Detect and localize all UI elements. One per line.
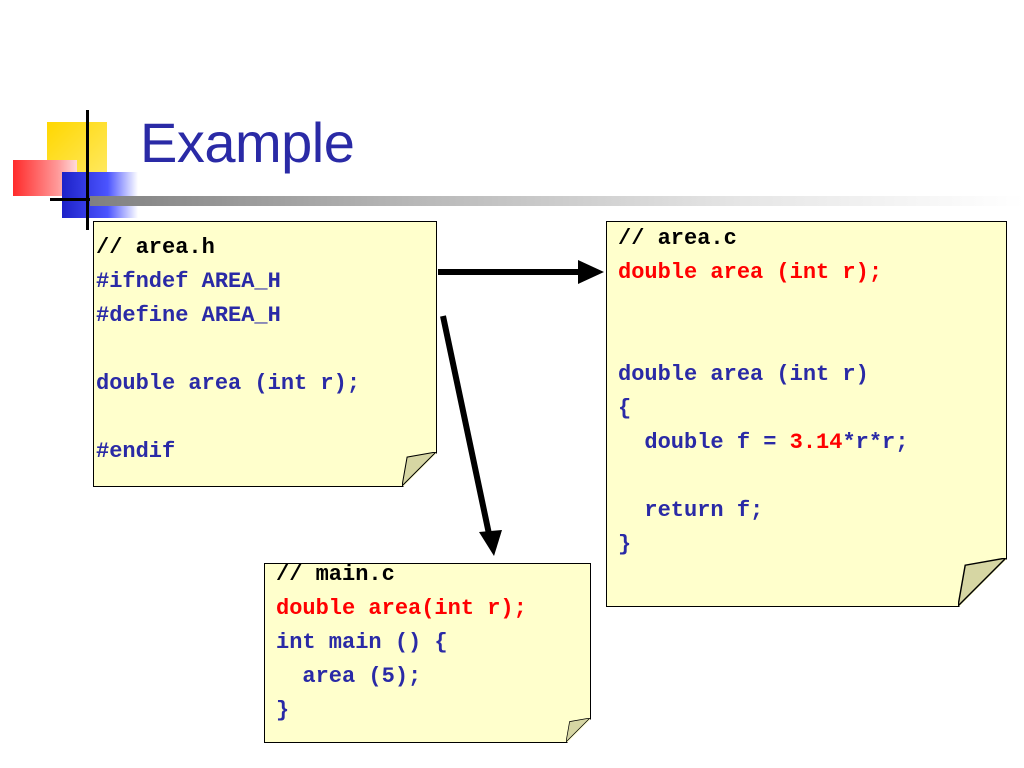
title-deco-vertical-line [86, 110, 89, 230]
code-line: } [276, 698, 290, 723]
note-area-h: // area.h #ifndef AREA_H #define AREA_H … [93, 221, 437, 487]
note-area-c: // area.c double area (int r); double ar… [606, 221, 1007, 607]
code-line: #endif [96, 439, 176, 464]
arrow-right-icon [438, 260, 604, 284]
code-area-h: // area.h #ifndef AREA_H #define AREA_H … [96, 231, 360, 469]
code-number-literal: 3.14 [789, 430, 843, 455]
arrow-down-icon [440, 315, 502, 556]
code-line: } [618, 532, 632, 557]
code-line: { [618, 396, 632, 421]
note-main-c: // main.c double area(int r); int main (… [264, 563, 591, 743]
code-line: // area.c [618, 226, 737, 251]
title-deco-blue-bar [62, 172, 138, 218]
code-line: double area (int r) [618, 362, 869, 387]
code-line: int main () { [276, 630, 448, 655]
slide-title: Example [140, 111, 355, 174]
page-fold-icon [958, 558, 1006, 606]
code-line-segment: double f = [618, 430, 790, 455]
code-area-c: // area.c double area (int r); double ar… [618, 222, 908, 562]
code-line: // main.c [276, 562, 395, 587]
code-line: #define AREA_H [96, 303, 281, 328]
code-main-c: // main.c double area(int r); int main (… [276, 558, 527, 728]
code-line: #ifndef AREA_H [96, 269, 281, 294]
title-underline-rule [90, 196, 1024, 206]
code-line: double area (int r); [618, 260, 883, 285]
code-line: return f; [618, 498, 764, 523]
code-line: // area.h [96, 235, 215, 260]
code-line: area (5); [276, 664, 422, 689]
title-deco-horizontal-line [50, 198, 110, 201]
code-line: double area(int r); [276, 596, 527, 621]
page-fold-icon [402, 452, 436, 486]
page-fold-icon [566, 718, 590, 742]
code-line: double area (int r); [96, 371, 361, 396]
code-line-segment: *r*r; [842, 430, 909, 455]
